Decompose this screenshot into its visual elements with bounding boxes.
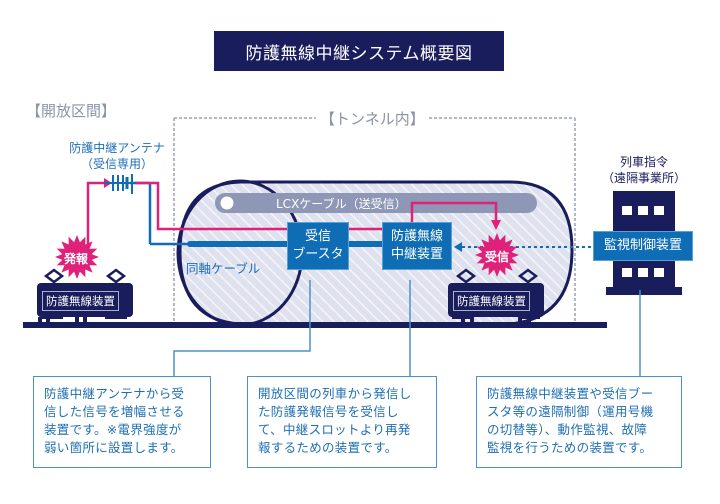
- open-section-label: 【開放区間】: [26, 102, 117, 120]
- right-train-label: 防護無線装置: [453, 291, 530, 311]
- tunnel-section-label: 【トンネル内】: [318, 108, 427, 129]
- rail-track: [23, 322, 607, 328]
- desc-line: た防護発報信号を受信し: [258, 404, 399, 419]
- monitor-description: 防護無線中継装置や受信ブー スタ等の遠隔制御（運用号機 の切替等）、動作監視、故…: [476, 376, 682, 468]
- desc-line: 報するための装置です。: [258, 440, 398, 455]
- desc-line: 監視を行うための装置です。: [487, 440, 653, 455]
- transmit-burst: [55, 235, 99, 279]
- desc-line: て、中継スロットより再発: [258, 422, 411, 437]
- control-link: [454, 242, 598, 252]
- antenna-label: 防護中継アンテナ （受信専用）: [62, 140, 172, 172]
- booster-line1: 受信: [304, 229, 331, 244]
- desc-line: 信した信号を増幅させる: [44, 404, 185, 419]
- receive-burst-label: 受信: [485, 250, 510, 264]
- desc-line: スタ等の遠隔制御（運用号機: [487, 404, 654, 419]
- receive-booster-box: 受信 ブースタ: [287, 222, 349, 270]
- transmit-burst-label: 発報: [64, 252, 89, 266]
- left-train-label: 防護無線装置: [42, 291, 119, 311]
- antenna-icon: [104, 174, 136, 194]
- desc-line: の切替等）、動作監視、故障: [487, 422, 648, 437]
- monitor-control-box: 監視制御装置: [593, 231, 693, 261]
- repeater-line1: 防護無線: [390, 229, 443, 244]
- desc-line: 開放区間の列車から発信し: [258, 386, 412, 401]
- repeater-line2: 中継装置: [390, 247, 443, 262]
- desc-line: 装置です。※電界強度が: [44, 422, 182, 437]
- repeater-description: 開放区間の列車から発信し た防護発報信号を受信し て、中継スロットより再発 報す…: [247, 376, 437, 468]
- control-center-line1: 列車指令: [619, 155, 668, 169]
- control-center-line2: （遠隔事業所）: [601, 171, 686, 185]
- leader-lines: [173, 280, 641, 376]
- desc-line: 防護無線中継装置や受信ブー: [487, 386, 654, 401]
- control-center-label: 列車指令 （遠隔事業所）: [598, 154, 690, 186]
- antenna-label-line2: （受信専用）: [80, 157, 153, 171]
- coax-cable-label: 同軸ケーブル: [186, 261, 261, 276]
- desc-line: 防護中継アンテナから受: [44, 386, 185, 401]
- repeater-box: 防護無線 中継装置: [382, 222, 452, 270]
- antenna-label-line1: 防護中継アンテナ: [69, 141, 165, 155]
- booster-line2: ブースタ: [292, 247, 344, 262]
- receive-burst: [475, 233, 519, 277]
- tunnel-frame: [173, 117, 576, 322]
- lcx-cable-label: LCXケーブル（送受信）: [276, 197, 407, 211]
- booster-description: 防護中継アンテナから受 信した信号を増幅させる 装置です。※電界強度が 弱い箇所…: [33, 376, 211, 468]
- desc-line: 弱い箇所に設置します。: [44, 440, 184, 455]
- lcx-cable: [215, 193, 537, 213]
- page-title: 防護無線中継システム概要図: [214, 31, 504, 71]
